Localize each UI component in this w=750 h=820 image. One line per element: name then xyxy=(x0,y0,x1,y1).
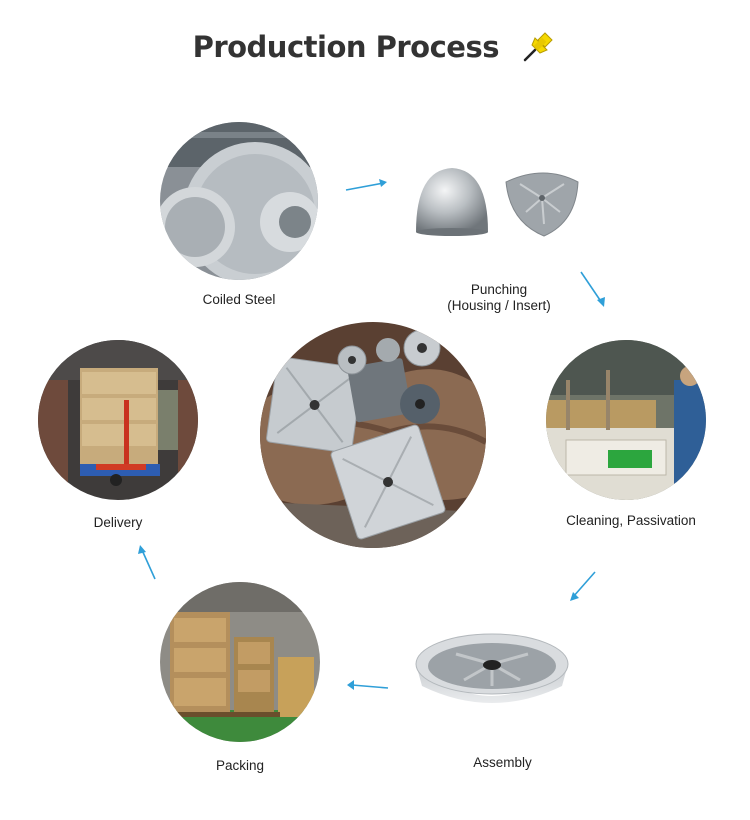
center-product-image xyxy=(260,322,486,548)
step-label-packing: Packing xyxy=(215,758,265,773)
step-label-punching: Punching xyxy=(470,282,528,297)
step-sublabel-punching: (Housing / Insert) xyxy=(447,298,551,313)
arrow-icon xyxy=(347,680,389,690)
step-label-coiled-steel: Coiled Steel xyxy=(202,292,276,307)
step-punching-image xyxy=(412,162,582,247)
step-delivery-image xyxy=(38,340,198,500)
arrow-icon xyxy=(138,545,156,580)
step-label-delivery: Delivery xyxy=(93,515,143,530)
step-assembly-image xyxy=(412,628,572,719)
step-coiled-steel-image xyxy=(160,122,318,280)
step-label-assembly: Assembly xyxy=(473,755,532,770)
arrow-icon xyxy=(570,571,596,601)
page-title: Production Process xyxy=(192,30,500,64)
arrow-icon xyxy=(580,271,605,307)
step-packing-image xyxy=(160,582,320,742)
arrow-icon xyxy=(345,179,387,191)
step-label-cleaning: Cleaning, Passivation xyxy=(566,513,696,528)
page-title-row: Production Process xyxy=(0,30,750,73)
pushpin-icon xyxy=(521,28,557,69)
step-cleaning-image xyxy=(546,340,706,500)
